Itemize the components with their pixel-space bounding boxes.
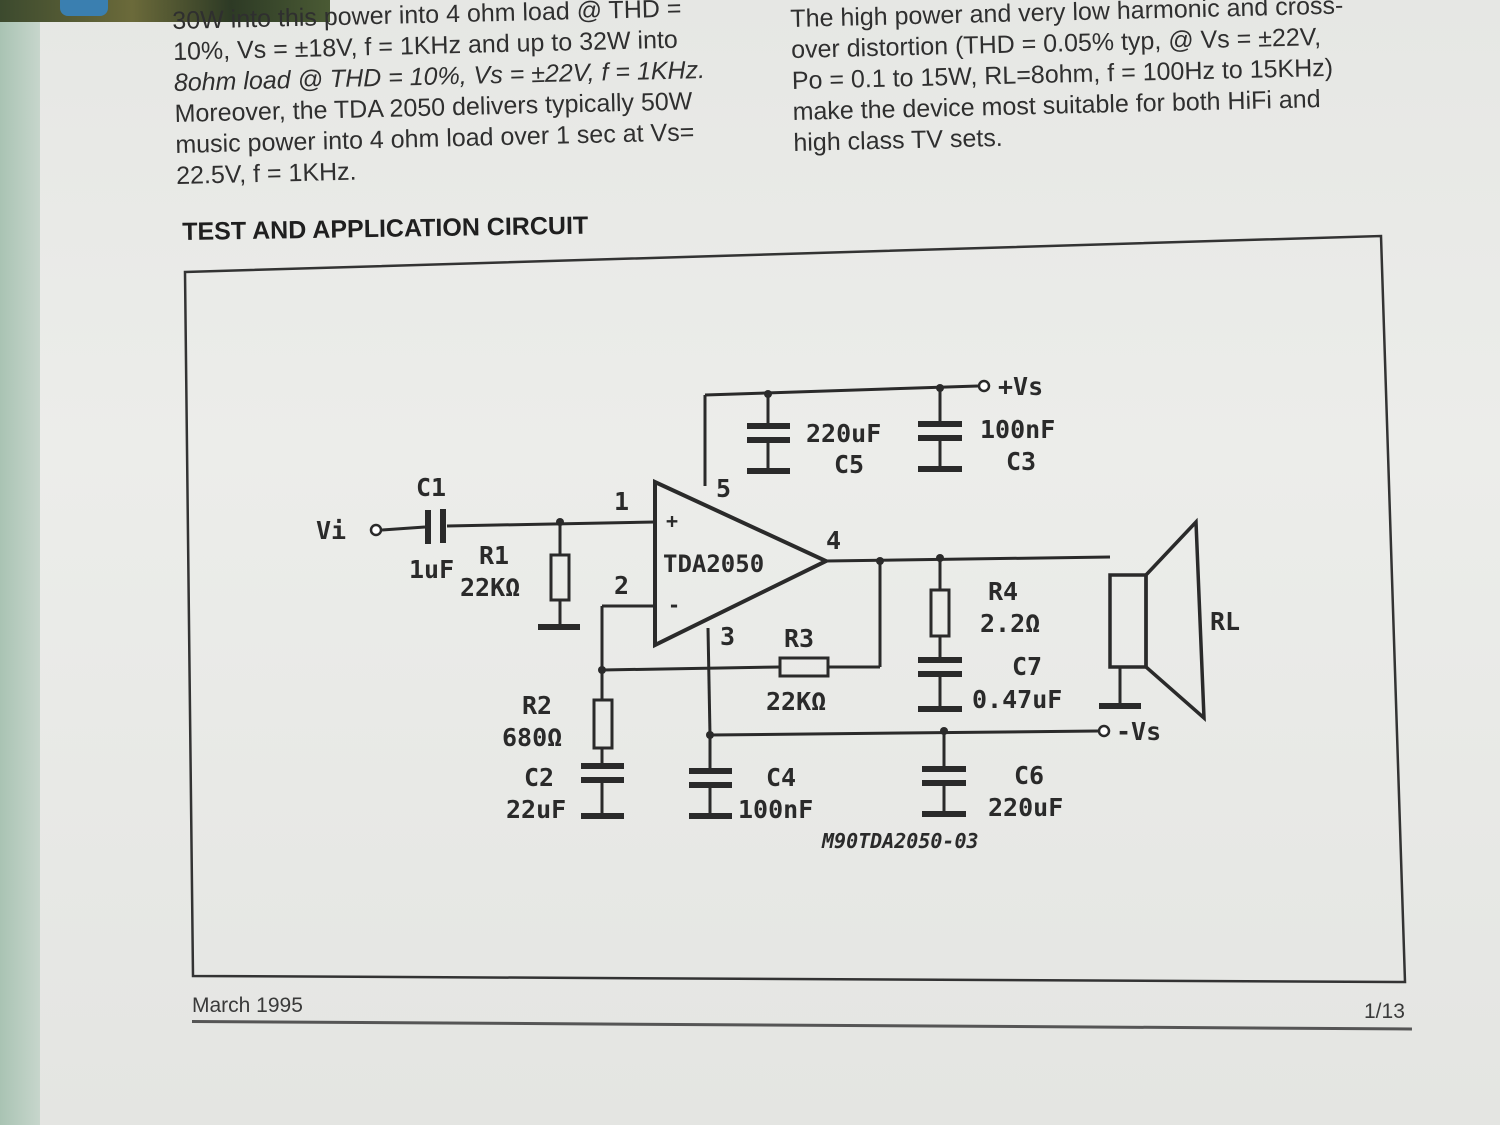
c7-name: C7 bbox=[1012, 652, 1042, 681]
c7-value: 0.47uF bbox=[972, 685, 1062, 714]
r2-value: 680Ω bbox=[502, 723, 562, 752]
r1-value: 22KΩ bbox=[460, 573, 520, 602]
plus-input-sign: + bbox=[666, 509, 678, 533]
c1-name: C1 bbox=[416, 473, 446, 502]
c2-value: 22uF bbox=[506, 795, 566, 824]
c1-symbol bbox=[425, 509, 446, 544]
c2-name: C2 bbox=[524, 763, 554, 792]
pin-1-label: 1 bbox=[614, 487, 629, 516]
loudspeaker-symbol bbox=[1108, 517, 1206, 723]
c1-value: 1uF bbox=[409, 555, 454, 584]
wires bbox=[381, 384, 1122, 815]
r4-name: R4 bbox=[988, 577, 1018, 606]
c4-value: 100nF bbox=[738, 795, 813, 824]
c3-value: 100nF bbox=[980, 415, 1055, 444]
blue-component bbox=[60, 0, 108, 16]
pin-3-label: 3 bbox=[720, 622, 735, 651]
terminals bbox=[369, 379, 1111, 738]
chip-label: TDA2050 bbox=[663, 550, 764, 578]
desk-background bbox=[0, 0, 40, 1125]
c4-name: C4 bbox=[766, 763, 796, 792]
figure-code: M90TDA2050-03 bbox=[821, 829, 979, 853]
r3-value: 22KΩ bbox=[766, 687, 826, 716]
c3-name: C3 bbox=[1006, 447, 1036, 476]
figure-frame bbox=[183, 234, 1407, 984]
supply-negative-label: -Vs bbox=[1116, 717, 1161, 746]
c5-value: 220uF bbox=[806, 419, 881, 448]
c6-value: 220uF bbox=[988, 793, 1063, 822]
c6-name: C6 bbox=[1014, 761, 1044, 790]
capacitor-plates bbox=[581, 421, 966, 788]
junctions bbox=[556, 384, 948, 739]
resistors bbox=[549, 553, 951, 750]
input-label: Vi bbox=[316, 516, 346, 545]
pin-5-label: 5 bbox=[716, 474, 731, 503]
r4-value: 2.2Ω bbox=[980, 609, 1040, 638]
pin-4-label: 4 bbox=[826, 526, 841, 555]
r3-name: R3 bbox=[784, 624, 814, 653]
datasheet-page bbox=[40, 0, 1500, 1125]
footer-page-number: 1/13 bbox=[1364, 1000, 1405, 1023]
supply-positive-label: +Vs bbox=[998, 372, 1043, 401]
c5-name: C5 bbox=[834, 450, 864, 479]
footer-date: March 1995 bbox=[192, 994, 303, 1017]
ground-bars bbox=[538, 466, 1141, 819]
opamp-triangle bbox=[653, 478, 831, 649]
pin-2-label: 2 bbox=[614, 571, 629, 600]
load-label: RL bbox=[1210, 607, 1240, 636]
r1-name: R1 bbox=[479, 541, 509, 570]
minus-input-sign: - bbox=[668, 593, 680, 617]
r2-name: R2 bbox=[522, 691, 552, 720]
